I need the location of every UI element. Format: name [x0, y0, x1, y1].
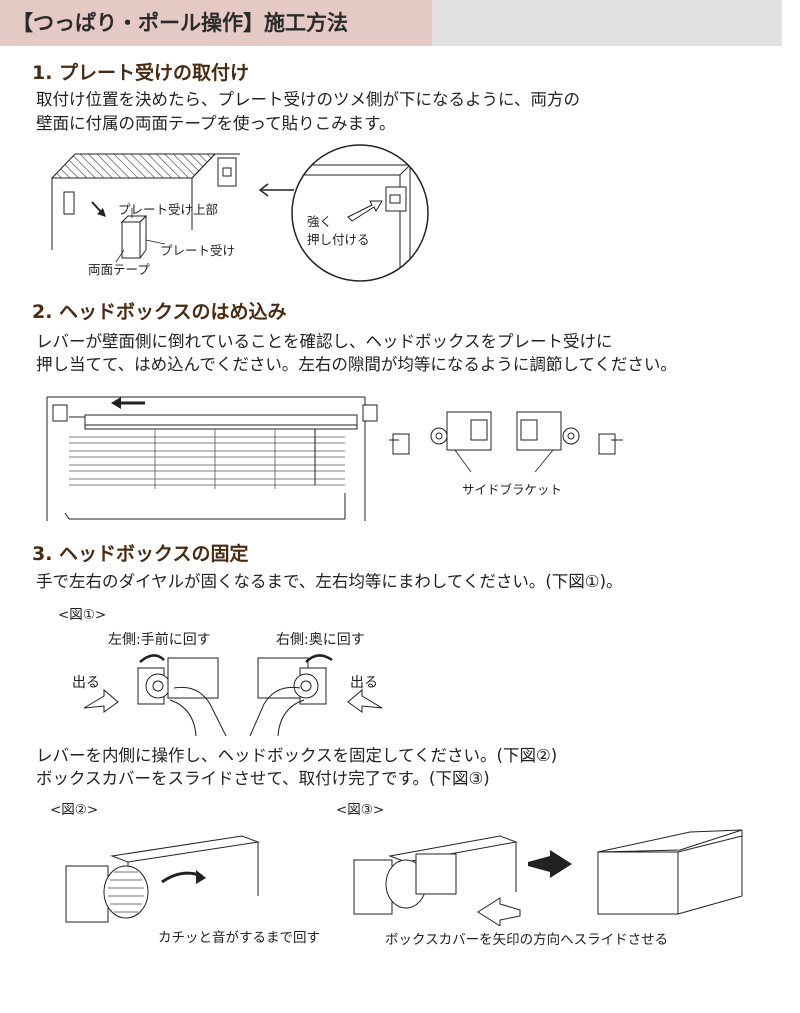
label-double-tape: 両面テープ [88, 262, 150, 277]
fig1-caption: <図①> [58, 607, 107, 623]
fig1-out-right: 出る [350, 675, 378, 691]
zoom-detail-circle [290, 135, 430, 295]
section-3-title: 3. ヘッドボックスの固定 [32, 543, 249, 565]
page-title: 【つっぱり・ポール操作】施工方法 [0, 0, 432, 46]
headbox-install-illustration [45, 393, 385, 523]
fig2-note: カチッと音がするまで回す [158, 930, 320, 946]
arrow-to-zoom-icon [256, 182, 296, 198]
side-bracket-illustration [385, 400, 635, 475]
label-side-bracket: サイドブラケット [462, 482, 563, 497]
label-plate-top: プレート受け上部 [118, 202, 219, 217]
section-3-text-line-2: レバーを内側に操作し、ヘッドボックスを固定してください。(下図②) [36, 746, 558, 765]
section-2-text-line-2: 押し当てて、はめ込んでください。左右の隙間が均等になるように調節してください。 [36, 355, 677, 374]
section-3-text-line-3: ボックスカバーをスライドさせて、取付け完了です。(下図③) [36, 769, 490, 788]
dial-turning-illustration [78, 648, 388, 738]
fig3-caption: <図③> [336, 802, 385, 818]
plate-mounting-illustration [40, 140, 270, 280]
section-1-title: 1. プレート受けの取付け [32, 62, 250, 84]
section-1-text-line-2: 壁面に付属の両面テープを使って貼りこみます。 [36, 114, 396, 133]
fig1-left-label: 左側:手前に回す [108, 632, 211, 648]
fig3-note: ボックスカバーを矢印の方向へスライドさせる [385, 932, 669, 948]
label-press-2: 押し付ける [307, 232, 370, 247]
section-1-text-line-1: 取付け位置を決めたら、プレート受けのツメ側が下になるように、両方の [36, 90, 581, 109]
lever-lock-illustration [62, 826, 262, 926]
fig1-right-label: 右側:奥に回す [276, 632, 365, 648]
fig1-out-left: 出る [72, 675, 100, 691]
label-press-1: 強く [307, 214, 333, 229]
section-2-title: 2. ヘッドボックスのはめ込み [32, 301, 287, 323]
cover-slide-illustration [350, 826, 750, 926]
section-3-text-line-1: 手で左右のダイヤルが固くなるまで、左右均等にまわしてください。(下図①)。 [36, 572, 623, 591]
section-2-text-line-1: レバーが壁面側に倒れていることを確認し、ヘッドボックスをプレート受けに [36, 332, 613, 351]
fig2-caption: <図②> [50, 802, 99, 818]
label-plate: プレート受け [160, 243, 236, 258]
